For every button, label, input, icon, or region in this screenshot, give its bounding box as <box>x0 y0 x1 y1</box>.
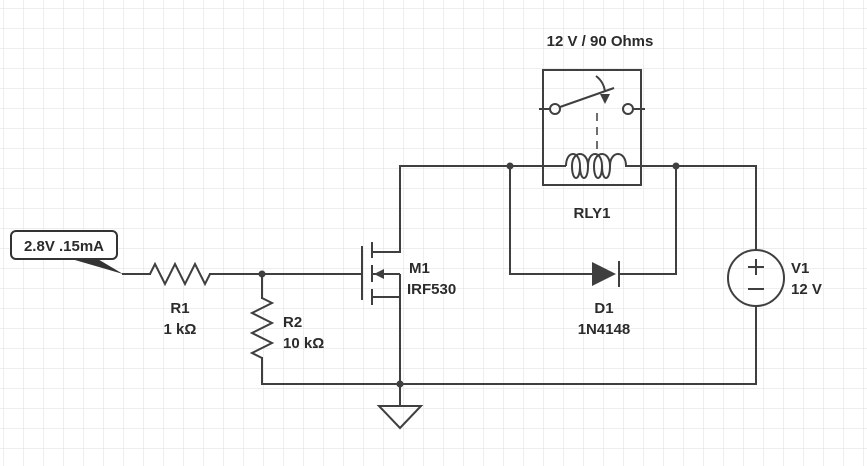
relay-arrow-head <box>600 94 610 104</box>
r2-name: R2 <box>283 314 302 331</box>
r1-name: R1 <box>170 300 189 317</box>
r2-value: 10 kΩ <box>283 335 324 352</box>
d1-name: D1 <box>594 300 613 317</box>
v1-name: V1 <box>791 260 809 277</box>
mosfet-m1[interactable]: M1 IRF530 <box>361 242 456 305</box>
relay-body <box>542 69 642 186</box>
probe-pointer <box>68 258 123 274</box>
d1-part: 1N4148 <box>578 321 631 338</box>
resistor-r1[interactable]: R1 1 kΩ <box>149 261 211 338</box>
relay-coil-loop <box>565 153 590 179</box>
junction-dot <box>506 162 514 170</box>
voltage-source-v1[interactable]: V1 12 V <box>727 249 822 307</box>
junction-dot <box>258 270 266 278</box>
d1-triangle <box>592 262 616 286</box>
v1-value: 12 V <box>791 281 822 298</box>
junction-dot <box>396 380 404 388</box>
relay-name: RLY1 <box>574 205 611 222</box>
relay-rating: 12 V / 90 Ohms <box>547 33 654 50</box>
ground-triangle <box>376 405 424 430</box>
m1-name: M1 <box>409 260 430 277</box>
m1-arrow <box>374 269 384 279</box>
wires <box>122 165 757 407</box>
r1-zigzag <box>149 261 211 287</box>
r2-zigzag <box>249 297 275 359</box>
probe-box <box>10 230 118 260</box>
relay-coil-loop <box>609 153 627 167</box>
probe-label: 2.8V .15mA <box>24 238 104 255</box>
junction-dot <box>672 162 680 170</box>
diode-d1[interactable]: D1 1N4148 <box>578 261 631 338</box>
v1-circle <box>727 249 785 307</box>
resistor-r2[interactable]: R2 10 kΩ <box>249 297 324 359</box>
m1-part: IRF530 <box>407 281 456 298</box>
relay-contact-right <box>622 103 634 115</box>
relay-contact-left <box>549 103 561 115</box>
ground-symbol[interactable] <box>376 405 424 430</box>
relay-rly1[interactable]: 12 V / 90 Ohms RLY1 <box>539 33 653 222</box>
relay-arc <box>595 75 606 93</box>
input-probe[interactable]: 2.8V .15mA <box>10 230 123 274</box>
relay-coil-loop <box>587 153 612 179</box>
r1-value: 1 kΩ <box>164 321 197 338</box>
